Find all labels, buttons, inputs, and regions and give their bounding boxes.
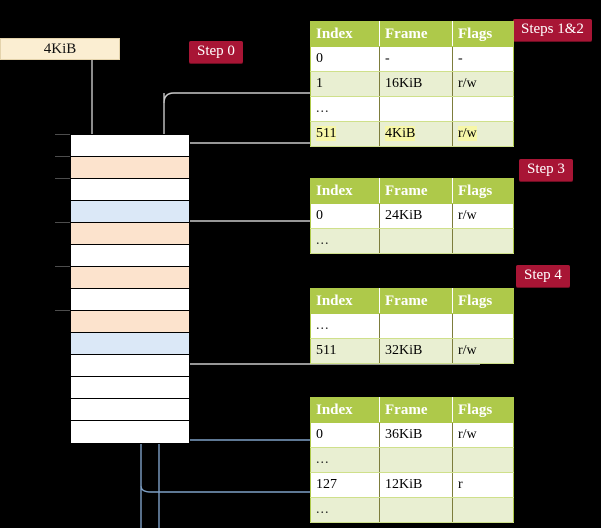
table-cell-frame [379,497,453,523]
table-row: ... [310,447,514,473]
column-header-index: Index [310,21,380,47]
memory-row-tick [55,156,70,157]
badge-step-4-label: Step 4 [524,267,562,283]
table-cell-frame [379,96,453,122]
table-cell-flags [452,228,514,254]
column-header-frame: Frame [379,21,453,47]
column-header-index: Index [310,178,380,204]
memory-frame-row [71,179,189,201]
badge-step-0-label: Step 0 [197,43,235,59]
table-cell-frame: 16KiB [379,71,453,97]
table-cell-flags: r/w [452,338,514,364]
table-cell-index: ... [310,497,380,523]
source-frame-box: 4KiB [0,38,120,60]
source-frame-label: 4KiB [43,41,77,57]
table-cell-flags: r/w [452,422,514,448]
badge-steps-1-2-label: Steps 1&2 [521,21,584,37]
table-cell-frame [379,313,453,339]
table-cell-frame: 36KiB [379,422,453,448]
memory-row-tick [55,134,70,135]
memory-frame-row [71,267,189,289]
table-cell-index: 511 [310,121,380,147]
column-header-index: Index [310,397,380,423]
table-cell-flags: r [452,472,514,498]
memory-frame-row [71,223,189,245]
column-header-flags: Flags [452,397,514,423]
table-cell-flags: r/w [452,121,514,147]
column-header-flags: Flags [452,21,514,47]
column-header-flags: Flags [452,178,514,204]
memory-frame-row [71,157,189,179]
memory-row-tick [55,222,70,223]
table-row: ... [310,497,514,523]
badge-step-0: Step 0 [189,41,243,63]
column-header-flags: Flags [452,288,514,314]
table-cell-flags [452,313,514,339]
physical-memory-column [70,134,190,444]
badge-step-4: Step 4 [516,265,570,287]
table-cell-frame: 12KiB [379,472,453,498]
table-cell-index: 1 [310,71,380,97]
memory-row-tick [55,266,70,267]
badge-steps-1-2: Steps 1&2 [513,19,592,41]
table-cell-flags [452,497,514,523]
table-cell-index: ... [310,96,380,122]
badge-step-3: Step 3 [519,159,573,181]
memory-frame-row [71,201,189,223]
table-cell-flags [452,447,514,473]
table-cell-frame: 32KiB [379,338,453,364]
table-cell-index: 511 [310,338,380,364]
table-cell-index: 127 [310,472,380,498]
memory-frame-row [71,311,189,333]
table-cell-index: ... [310,313,380,339]
table-cell-flags: r/w [452,71,514,97]
table-cell-frame: 4KiB [379,121,453,147]
table-cell-frame: 24KiB [379,203,453,229]
table-cell-index: 0 [310,203,380,229]
memory-frame-row [71,421,189,443]
column-header-index: Index [310,288,380,314]
table-row: 0-- [310,46,514,72]
memory-frame-row [71,377,189,399]
table-row: ... [310,228,514,254]
table-cell-flags [452,96,514,122]
memory-frame-row [71,245,189,267]
column-header-frame: Frame [379,288,453,314]
table-cell-flags: - [452,46,514,72]
column-header-frame: Frame [379,397,453,423]
table-cell-index: 0 [310,422,380,448]
table-cell-index: 0 [310,46,380,72]
memory-frame-row [71,135,189,157]
table-cell-frame [379,228,453,254]
table-cell-frame: - [379,46,453,72]
table-cell-frame [379,447,453,473]
badge-step-3-label: Step 3 [527,161,565,177]
table-row: ... [310,313,514,339]
memory-frame-row [71,333,189,355]
table-row: ... [310,96,514,122]
table-cell-index: ... [310,447,380,473]
column-header-frame: Frame [379,178,453,204]
memory-frame-row [71,355,189,377]
memory-row-tick [55,178,70,179]
table-cell-index: ... [310,228,380,254]
memory-frame-row [71,399,189,421]
memory-frame-row [71,289,189,311]
table-cell-flags: r/w [452,203,514,229]
memory-row-tick [55,310,70,311]
